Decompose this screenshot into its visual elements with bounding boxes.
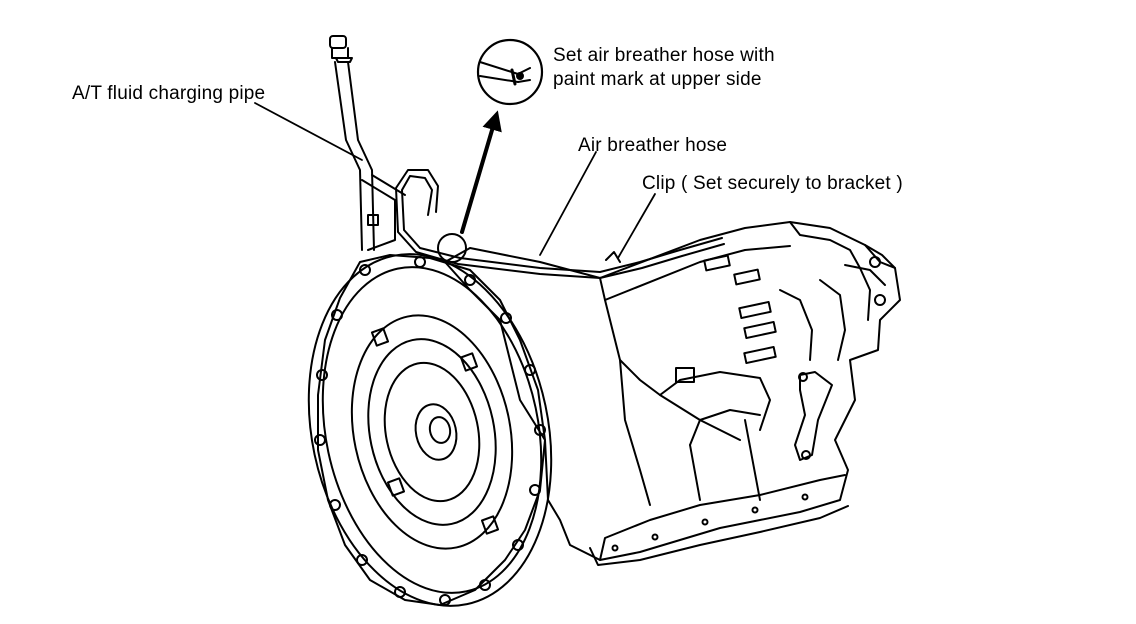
fluid-charging-pipe [329, 35, 406, 251]
bell-housing [307, 253, 553, 607]
clip-leader-line [617, 193, 656, 259]
torque-converter [350, 314, 514, 550]
pipe-leader-line [254, 102, 363, 161]
paint-mark-note-line2: paint mark at upper side [553, 69, 762, 90]
fluid-pipe-label: A/T fluid charging pipe [72, 83, 266, 104]
detail-arrow [460, 110, 502, 234]
air-breather-hose-label: Air breather hose [578, 135, 728, 156]
hose-leader-line [539, 151, 597, 256]
paint-mark-note-line1: Set air breather hose with [553, 45, 775, 66]
paint-mark-detail [476, 38, 544, 106]
paint-mark-note: Set air breather hose with paint mark at… [553, 44, 775, 92]
transmission-case [444, 221, 901, 566]
clip-label: Clip ( Set securely to bracket ) [642, 173, 903, 194]
air-breather-hose [395, 169, 725, 279]
